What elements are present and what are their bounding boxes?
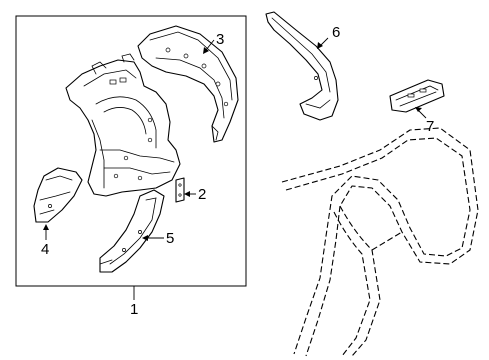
part-4-bracket [33, 167, 83, 223]
callout-5: 5 [166, 230, 174, 247]
callout-3: 3 [216, 31, 224, 48]
part-3-upper-rail [137, 25, 239, 143]
callout-6: 6 [332, 24, 340, 41]
part-5-lower-pillar [99, 189, 165, 273]
callout-4: 4 [41, 241, 49, 258]
leader-lines [43, 37, 427, 300]
assembly-frame [15, 15, 247, 287]
part-1-inner-wheelhouse [65, 53, 181, 197]
callout-7: 7 [426, 118, 434, 135]
part-2-plate [175, 177, 185, 203]
part-7-reinforcement [389, 79, 445, 113]
callout-2: 2 [198, 186, 206, 203]
outer-quarter-panel [281, 127, 479, 357]
part-6-extension [265, 11, 339, 121]
callout-1: 1 [130, 301, 138, 318]
